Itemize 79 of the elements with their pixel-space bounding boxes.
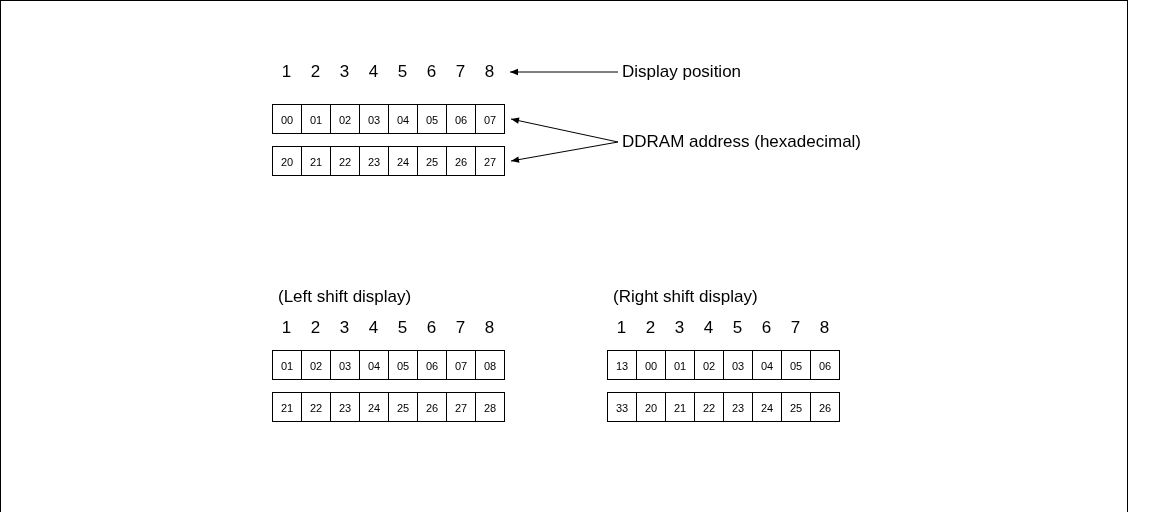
address-cell: 24 bbox=[752, 392, 782, 422]
address-cell: 05 bbox=[781, 350, 811, 380]
position-number: 4 bbox=[367, 62, 380, 82]
address-cell: 22 bbox=[694, 392, 724, 422]
leader-arrow bbox=[510, 117, 619, 143]
position-number: 7 bbox=[789, 318, 802, 338]
address-cell: 25 bbox=[417, 146, 447, 176]
address-cell: 20 bbox=[636, 392, 666, 422]
position-number: 7 bbox=[454, 62, 467, 82]
position-number: 8 bbox=[483, 318, 496, 338]
address-cell: 26 bbox=[446, 146, 476, 176]
address-cell: 01 bbox=[272, 350, 302, 380]
address-cell: 04 bbox=[359, 350, 389, 380]
position-number: 8 bbox=[818, 318, 831, 338]
address-cell: 01 bbox=[665, 350, 695, 380]
position-number: 6 bbox=[425, 62, 438, 82]
address-cell: 05 bbox=[388, 350, 418, 380]
address-cell: 33 bbox=[607, 392, 637, 422]
address-cell: 22 bbox=[301, 392, 331, 422]
address-cell: 04 bbox=[752, 350, 782, 380]
position-number: 4 bbox=[702, 318, 715, 338]
position-number: 7 bbox=[454, 318, 467, 338]
address-cell: 13 bbox=[607, 350, 637, 380]
address-cell: 23 bbox=[359, 146, 389, 176]
address-cell: 02 bbox=[694, 350, 724, 380]
address-cell: 03 bbox=[723, 350, 753, 380]
address-cell: 03 bbox=[330, 350, 360, 380]
address-cell: 07 bbox=[475, 104, 505, 134]
address-cell: 28 bbox=[475, 392, 505, 422]
address-cell: 21 bbox=[301, 146, 331, 176]
address-cell: 06 bbox=[417, 350, 447, 380]
position-number: 3 bbox=[673, 318, 686, 338]
address-cell: 02 bbox=[301, 350, 331, 380]
table-heading: (Left shift display) bbox=[278, 287, 412, 307]
address-cell: 06 bbox=[446, 104, 476, 134]
leader-arrow bbox=[510, 141, 619, 163]
position-number: 2 bbox=[309, 318, 322, 338]
address-cell: 27 bbox=[475, 146, 505, 176]
address-cell: 05 bbox=[417, 104, 447, 134]
address-cell: 25 bbox=[781, 392, 811, 422]
address-cell: 24 bbox=[388, 146, 418, 176]
address-cell: 03 bbox=[359, 104, 389, 134]
position-number: 4 bbox=[367, 318, 380, 338]
address-cell: 26 bbox=[810, 392, 840, 422]
address-cell: 00 bbox=[272, 104, 302, 134]
address-cell: 04 bbox=[388, 104, 418, 134]
position-number: 2 bbox=[309, 62, 322, 82]
position-number: 8 bbox=[475, 62, 504, 82]
address-cell: 02 bbox=[330, 104, 360, 134]
address-cell: 23 bbox=[723, 392, 753, 422]
position-number: 3 bbox=[338, 62, 351, 82]
address-cell: 07 bbox=[446, 350, 476, 380]
address-cell: 08 bbox=[475, 350, 505, 380]
position-number: 6 bbox=[425, 318, 438, 338]
address-cell: 22 bbox=[330, 146, 360, 176]
position-number: 5 bbox=[396, 62, 409, 82]
annotation-text: DDRAM address (hexadecimal) bbox=[622, 132, 862, 152]
position-number: 3 bbox=[338, 318, 351, 338]
address-cell: 25 bbox=[388, 392, 418, 422]
address-cell: 00 bbox=[636, 350, 666, 380]
address-cell: 27 bbox=[446, 392, 476, 422]
position-number: 1 bbox=[280, 318, 293, 338]
annotation-text: Display position bbox=[622, 62, 742, 82]
position-number: 1 bbox=[280, 62, 293, 82]
table-heading: (Right shift display) bbox=[613, 287, 758, 307]
address-cell: 21 bbox=[272, 392, 302, 422]
position-number: 6 bbox=[760, 318, 773, 338]
address-cell: 24 bbox=[359, 392, 389, 422]
address-cell: 23 bbox=[330, 392, 360, 422]
address-cell: 06 bbox=[810, 350, 840, 380]
position-number: 5 bbox=[396, 318, 409, 338]
position-number: 2 bbox=[644, 318, 657, 338]
address-cell: 21 bbox=[665, 392, 695, 422]
position-number: 1 bbox=[615, 318, 628, 338]
address-cell: 26 bbox=[417, 392, 447, 422]
address-cell: 01 bbox=[301, 104, 331, 134]
leader-arrow bbox=[509, 68, 619, 76]
address-cell: 20 bbox=[272, 146, 302, 176]
position-number: 5 bbox=[731, 318, 744, 338]
